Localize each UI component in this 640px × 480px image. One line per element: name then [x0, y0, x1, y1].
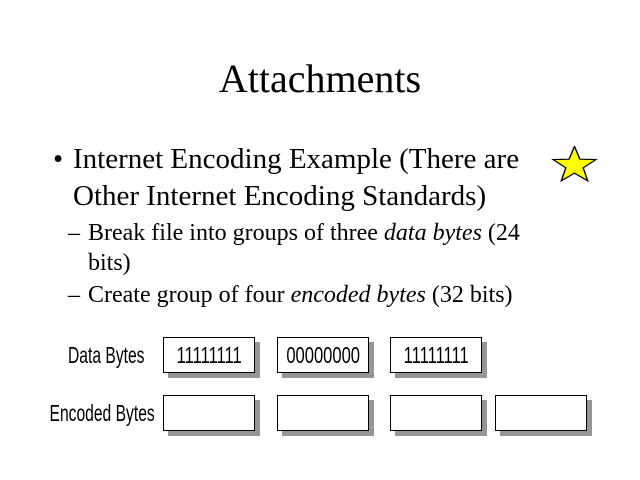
sub-bullet-line-1: Break file into groups of three data byt… [88, 218, 598, 248]
data-bytes-label: Data Bytes [67, 341, 145, 368]
sub-text: (24 [481, 220, 520, 246]
sub-bullet-line-2: bits) [88, 250, 131, 276]
sub-bullet-list: – Break file into groups of three data b… [68, 218, 598, 310]
data-byte-value-1: 11111111 [176, 341, 242, 368]
dash-marker: – [68, 220, 80, 246]
encoded-byte-box-2 [277, 395, 369, 431]
sub-bullet-break-file: – Break file into groups of three data b… [68, 218, 598, 278]
encoded-byte-box-1 [163, 395, 255, 431]
encoded-byte-box-3 [390, 395, 482, 431]
data-byte-box-1: 11111111 [163, 337, 255, 373]
star-shape [551, 146, 598, 183]
data-byte-value-2: 00000000 [286, 341, 360, 368]
bullet-marker: • [53, 143, 64, 175]
data-bytes-row: Data Bytes 11111111 00000000 11111111 [0, 337, 482, 373]
sub-text-italic: data bytes [383, 220, 482, 246]
bullet-line-1: Internet Encoding Example (There are [73, 143, 520, 175]
sub-bullet-create-group: – Create group of four encoded bytes (32… [68, 280, 598, 310]
encoded-byte-box-4 [495, 395, 587, 431]
encoded-bytes-label: Encoded Bytes [49, 399, 155, 426]
slide-title: Attachments [218, 56, 422, 101]
data-byte-box-2: 00000000 [277, 337, 369, 373]
bullet-item-internet-encoding: • Internet Encoding Example (There are O… [53, 141, 563, 215]
data-byte-box-3: 11111111 [390, 337, 482, 373]
sub-text: (32 bits) [425, 282, 513, 308]
bullet-text: Internet Encoding Example (There are Oth… [73, 141, 563, 215]
bullet-line-2: Other Internet Encoding Standards) [73, 180, 487, 212]
sub-text-italic: encoded bytes [290, 282, 426, 308]
sub-bullet-line-1: Create group of four encoded bytes (32 b… [88, 280, 598, 310]
sub-text: Create group of four [88, 282, 291, 308]
sub-text: Break file into groups of three [88, 220, 384, 246]
data-byte-value-3: 11111111 [403, 341, 469, 368]
dash-marker: – [68, 282, 80, 308]
star-icon [551, 146, 598, 183]
encoded-bytes-row: Encoded Bytes [0, 395, 587, 431]
